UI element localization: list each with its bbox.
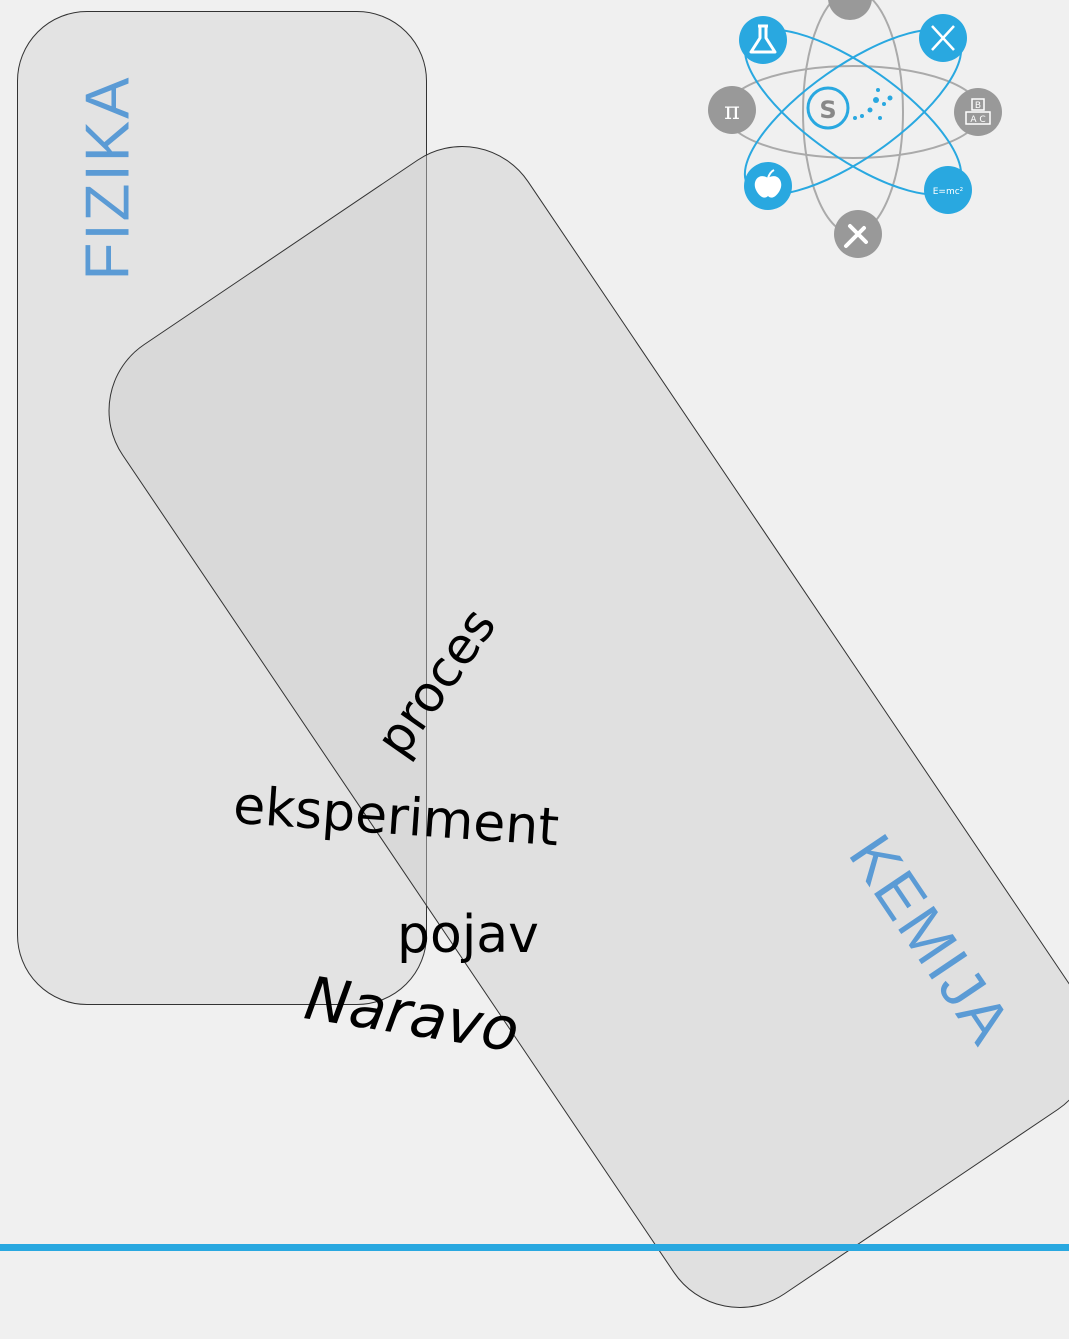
fizika-label: FIZIKA — [73, 75, 143, 281]
bottom-accent-bar — [0, 1244, 1069, 1251]
dna-icon — [919, 14, 967, 62]
science-atom-logo: S π B — [708, 0, 1002, 258]
top-node-icon — [828, 0, 872, 20]
wrench-icon — [834, 210, 882, 258]
svg-text:A C: A C — [970, 115, 985, 125]
svg-text:π: π — [724, 97, 740, 125]
svg-text:E=mc²: E=mc² — [933, 187, 964, 197]
pi-icon: π — [708, 86, 756, 134]
formula-icon: E=mc² — [924, 166, 972, 214]
flask-icon — [739, 16, 787, 64]
fizika-set-box — [17, 11, 427, 1005]
apple-icon — [744, 162, 792, 210]
center-s-icon: S — [806, 86, 893, 130]
word-pojav: pojav — [397, 905, 539, 965]
blocks-icon: B A C — [954, 88, 1002, 136]
svg-text:B: B — [975, 101, 981, 111]
svg-text:S: S — [819, 96, 836, 124]
